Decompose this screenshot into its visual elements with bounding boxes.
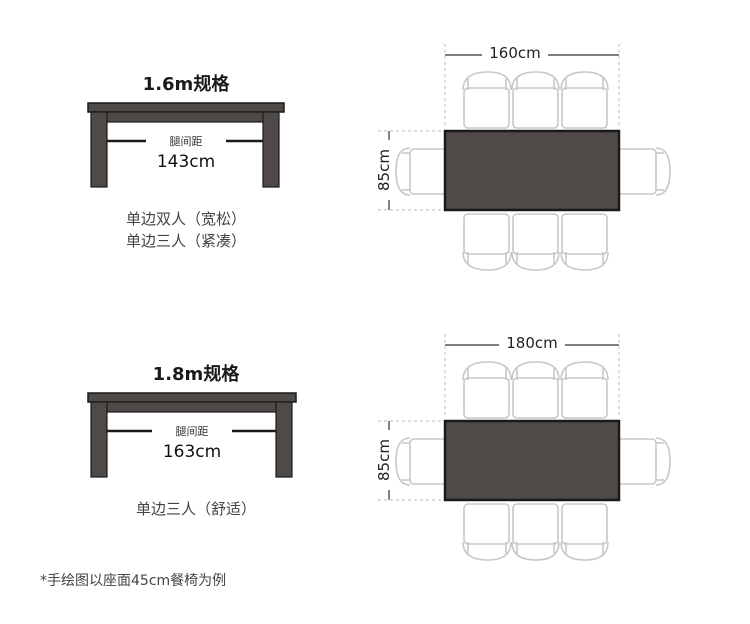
apron [105, 401, 277, 413]
leg-gap-value: 163cm [162, 442, 222, 462]
chair-top-1 [462, 361, 512, 419]
leg-right [275, 401, 293, 478]
spec-1-8m: 1.8m规格 腿间距 163cm 单边三人（舒适） 180cm 85cm [0, 290, 750, 590]
seating-note: 单边三人（舒适） [66, 498, 326, 520]
seating-line: 单边双人（宽松） [125, 210, 246, 228]
length-label: 180cm [499, 334, 565, 352]
chair-top-2 [511, 71, 560, 129]
chair-top-3 [560, 361, 609, 419]
spec-title: 1.6m规格 [142, 74, 230, 95]
spec-title: 1.8m规格 [152, 364, 240, 385]
tabletop [87, 102, 285, 113]
chair-bottom-1 [462, 503, 512, 561]
chair-end-left [395, 437, 449, 486]
tabletop-top-view [443, 419, 621, 502]
chair-top-1 [462, 71, 512, 129]
chair-top-2 [511, 361, 560, 419]
spec-1-6m: 1.6m规格 腿间距 143cm 单边双人（宽松） 单边三人（紧凑） 160cm… [0, 0, 750, 300]
tabletop [87, 392, 297, 403]
leg-left [90, 111, 108, 188]
chairs-bottom-row [462, 503, 609, 561]
apron [105, 111, 265, 123]
chair-bottom-2 [511, 213, 560, 271]
chairs-top-row [462, 71, 609, 129]
leg-gap-value: 143cm [156, 152, 216, 172]
spec-1-6m-drawing [87, 44, 671, 271]
chair-end-right [617, 437, 671, 486]
tabletop-top-view [443, 129, 621, 212]
leg-gap-label: 腿间距 [152, 423, 232, 439]
chair-bottom-3 [560, 503, 609, 561]
footnote: *手绘图以座面45cm餐椅为例 [40, 573, 227, 589]
chairs-top-row [462, 361, 609, 419]
chair-bottom-3 [560, 213, 609, 271]
depth-label: 85cm [375, 140, 393, 200]
spec-1-8m-drawing [87, 334, 671, 561]
depth-label: 85cm [375, 430, 393, 490]
seating-line: 单边三人（紧凑） [125, 232, 246, 250]
leg-right [262, 111, 280, 188]
leg-gap-label: 腿间距 [146, 133, 226, 149]
seating-note: 单边双人（宽松） 单边三人（紧凑） [56, 208, 316, 252]
seating-line: 单边三人（舒适） [135, 500, 256, 518]
chair-top-3 [560, 71, 609, 129]
chairs-bottom-row [462, 213, 609, 271]
chair-bottom-1 [462, 213, 512, 271]
chair-bottom-2 [511, 503, 560, 561]
leg-left [90, 401, 108, 478]
chair-end-right [617, 147, 671, 196]
length-label: 160cm [482, 44, 548, 62]
chair-end-left [395, 147, 449, 196]
